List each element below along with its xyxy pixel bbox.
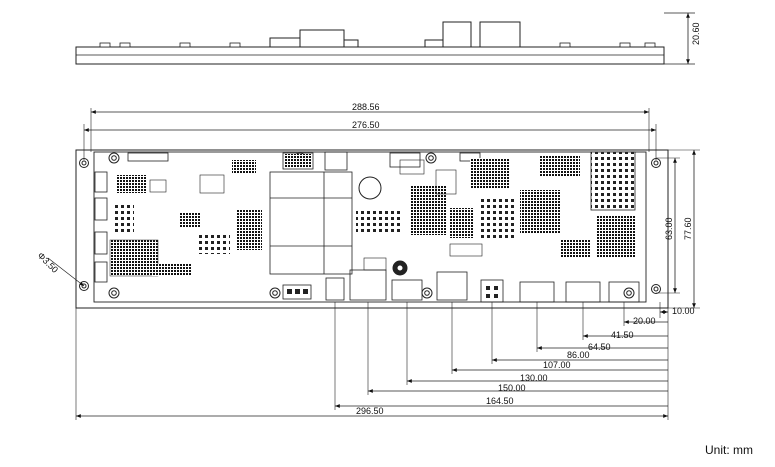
dim-height-overall: 77.60 xyxy=(683,217,693,240)
dim-64-5: 64.50 xyxy=(588,342,611,352)
connector-leaders xyxy=(75,302,669,420)
dim-height-side: 20.60 xyxy=(691,22,701,45)
dim-20: 20.00 xyxy=(633,316,656,326)
pcb-board xyxy=(93,151,647,303)
top-view: 288.56 276.50 63.00 77.60 Φ3.50 xyxy=(36,102,700,420)
mounting-holes xyxy=(79,158,661,294)
side-view-tall-port xyxy=(442,21,472,48)
dim-107: 107.00 xyxy=(543,360,571,370)
battery-icon xyxy=(358,176,408,276)
side-view: 20.60 xyxy=(75,12,701,65)
unit-label: Unit: mm xyxy=(705,443,753,457)
dim-296-5: 296.50 xyxy=(356,406,384,416)
heatsink xyxy=(590,151,636,211)
mounting-plate xyxy=(75,149,669,309)
memory-module xyxy=(269,171,353,275)
dim-height-inner: 63.00 xyxy=(664,217,674,240)
dim-10: 10.00 xyxy=(672,306,695,316)
dim-hole-spacing: 276.50 xyxy=(352,120,380,130)
dim-hole-diameter: Φ3.50 xyxy=(36,250,61,275)
dim-86: 86.00 xyxy=(567,350,590,360)
bottom-connectors xyxy=(282,269,640,303)
component-clusters xyxy=(109,156,636,277)
side-view-connector-block xyxy=(299,29,345,48)
side-view-board xyxy=(75,46,665,65)
dim-150: 150.00 xyxy=(498,383,526,393)
dim-130: 130.00 xyxy=(520,373,548,383)
dim-overall-length: 288.56 xyxy=(352,102,380,112)
left-edge-connectors xyxy=(94,171,108,283)
dim-164-5: 164.50 xyxy=(486,396,514,406)
dim-41-5: 41.50 xyxy=(611,330,634,340)
